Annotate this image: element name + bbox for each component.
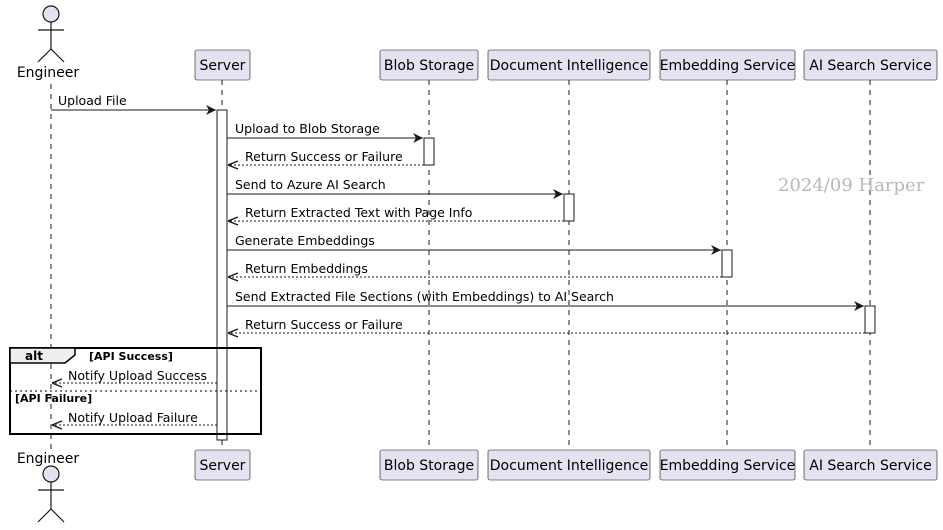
activation-bars — [216, 109, 876, 441]
activation-bar-server — [216, 109, 228, 441]
message-label-notify-success: Notify Upload Success — [68, 368, 207, 383]
alt-guard-failure: [API Failure] — [15, 392, 92, 405]
message-label-blob-return: Return Success or Failure — [245, 149, 403, 164]
message-label-search-return: Return Success or Failure — [245, 317, 403, 332]
alt-guard-success: [API Success] — [89, 350, 173, 363]
actor-leg-right-icon — [50, 48, 65, 63]
participant-label-embedding-service-bottom: Embedding Service — [660, 458, 796, 474]
alt-messages — [52, 383, 217, 425]
activation-bar-document-intelligence — [563, 193, 575, 222]
participant-box-blob-storage-top — [379, 49, 479, 81]
engineer-actor-top — [37, 5, 65, 63]
participant-label-ai-search-service-top: AI Search Service — [809, 58, 931, 74]
message-label-upload-file: Upload File — [58, 93, 127, 108]
participant-label-document-intelligence-bottom: Document Intelligence — [490, 458, 648, 474]
message-label-send-sections: Send Extracted File Sections (with Embed… — [235, 289, 614, 304]
participant-box-embedding-service-bottom — [659, 449, 796, 481]
activation-bar-blob-storage — [423, 137, 435, 166]
participant-label-embedding-service-top: Embedding Service — [660, 58, 796, 74]
message-label-extracted-return: Return Extracted Text with Page Info — [245, 205, 472, 220]
lifelines — [50, 80, 871, 450]
message-label-upload-to-blob: Upload to Blob Storage — [235, 121, 380, 136]
participant-box-document-intelligence-top — [487, 49, 651, 81]
alt-frame — [9, 347, 262, 435]
actor-leg-left-icon — [37, 508, 52, 523]
alt-frame-label-tab — [9, 347, 76, 364]
actor-head-icon — [42, 465, 60, 483]
participant-label-server-bottom: Server — [200, 458, 246, 474]
participant-box-server-bottom — [194, 449, 251, 481]
message-label-send-to-search: Send to Azure AI Search — [235, 177, 386, 192]
participant-box-server-top — [194, 49, 251, 81]
message-label-notify-failure: Notify Upload Failure — [68, 410, 198, 425]
message-label-generate-embeddings: Generate Embeddings — [235, 233, 375, 248]
participant-box-ai-search-service-bottom — [803, 449, 938, 481]
activation-bar-embedding-service — [721, 249, 733, 278]
participant-boxes-top — [194, 49, 938, 81]
actor-leg-right-icon — [50, 508, 65, 523]
alt-frame-label: alt — [25, 349, 43, 363]
activation-bar-ai-search-service — [864, 305, 876, 334]
participant-box-ai-search-service-top — [803, 49, 938, 81]
participant-label-server-top: Server — [200, 58, 246, 74]
participant-box-embedding-service-top — [659, 49, 796, 81]
participant-box-document-intelligence-bottom — [487, 449, 651, 481]
participant-boxes-bottom — [194, 449, 938, 481]
participant-label-document-intelligence-top: Document Intelligence — [490, 58, 648, 74]
participant-label-blob-storage-bottom: Blob Storage — [384, 458, 474, 474]
messages — [51, 105, 865, 333]
actor-head-icon — [42, 5, 60, 23]
message-label-embeddings-return: Return Embeddings — [245, 261, 368, 276]
actor-label-bottom: Engineer — [17, 451, 80, 467]
participant-label-ai-search-service-bottom: AI Search Service — [809, 458, 931, 474]
actor-label-top: Engineer — [17, 65, 80, 81]
watermark-text: 2024/09 Harper — [778, 175, 925, 196]
actor-leg-left-icon — [37, 48, 52, 63]
participant-label-blob-storage-top: Blob Storage — [384, 58, 474, 74]
engineer-actor-bottom — [37, 465, 65, 523]
participant-box-blob-storage-bottom — [379, 449, 479, 481]
